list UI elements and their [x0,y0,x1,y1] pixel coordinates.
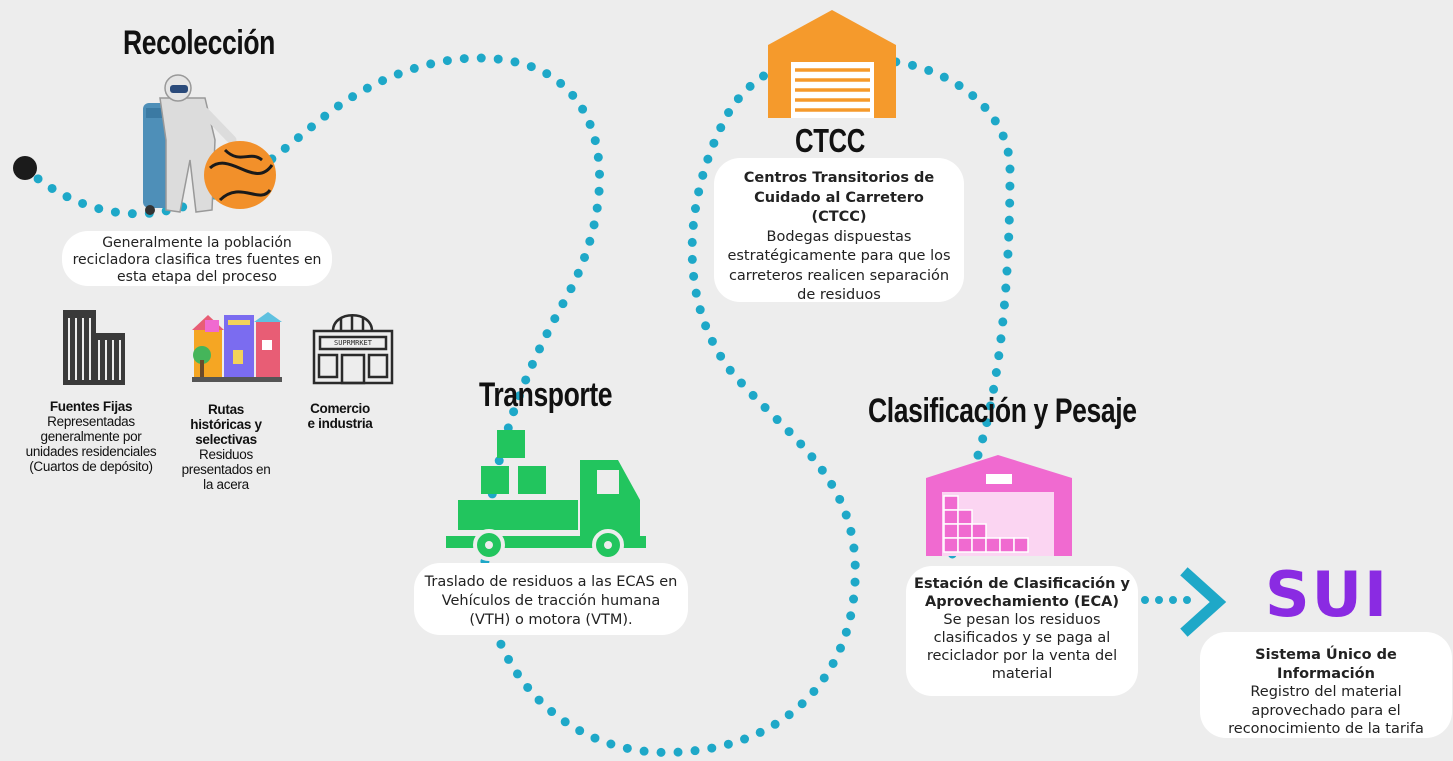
office-building-icon [63,310,125,385]
source-title: Rutas históricas y selectivas [190,402,262,447]
sui-bubble-title: Sistema Único de Información [1255,647,1397,682]
supermarket-sign: SUPRMRKET [334,339,372,347]
eca-warehouse-icon [926,455,1072,556]
ctcc-bubble-text: Bodegas dispuestas estratégicamente para… [727,228,951,304]
recycler-worker-icon [143,74,276,215]
stage-title-clasificacion: Clasificación y Pesaje [868,392,1137,430]
process-path-line [20,52,1015,757]
source-comercio: Comercio e industria [305,401,375,431]
truck-icon [446,430,646,561]
source-fuentes-fijas: Fuentes Fijas Representadas generalmente… [6,399,176,474]
source-text: Residuos presentados en la acera [181,447,271,492]
sui-logo: SUI [1265,558,1390,631]
ctcc-bubble-title: Centros Transitorios de Cuidado al Carre… [743,170,935,225]
start-dot-icon [13,156,37,180]
sui-bubble: Sistema Único de Información Registro de… [1200,632,1452,738]
eca-bubble-title: Estación de Clasificación y Aprovechamie… [914,576,1130,610]
transporte-bubble-text: Traslado de residuos a las ECAS en Vehíc… [424,574,678,628]
recoleccion-bubble: Generalmente la población recicladora cl… [62,231,332,286]
sui-bubble-text: Registro del material aprovechado para e… [1228,684,1424,737]
ctcc-bubble: Centros Transitorios de Cuidado al Carre… [714,158,964,303]
transporte-bubble: Traslado de residuos a las ECAS en Vehíc… [414,563,688,635]
arrow-right-icon [1180,567,1227,637]
colorful-houses-icon [192,312,282,382]
source-text: Representadas generalmente por unidades … [25,414,157,474]
stage-title-ctcc: CTCC [795,122,865,159]
warehouse-icon [768,10,896,118]
source-title: Fuentes Fijas [49,399,133,414]
stage-title-transporte: Transporte [479,376,613,414]
eca-bubble: Estación de Clasificación y Aprovechamie… [906,566,1138,696]
stage-title-recoleccion: Recolección [123,24,275,62]
supermarket-icon [312,314,394,385]
source-rutas: Rutas históricas y selectivas Residuos p… [180,402,272,492]
eca-bubble-text: Se pesan los residuos clasificados y se … [926,612,1118,682]
source-title: Comercio e industria [307,401,373,431]
recoleccion-bubble-text: Generalmente la población recicladora cl… [72,235,322,285]
